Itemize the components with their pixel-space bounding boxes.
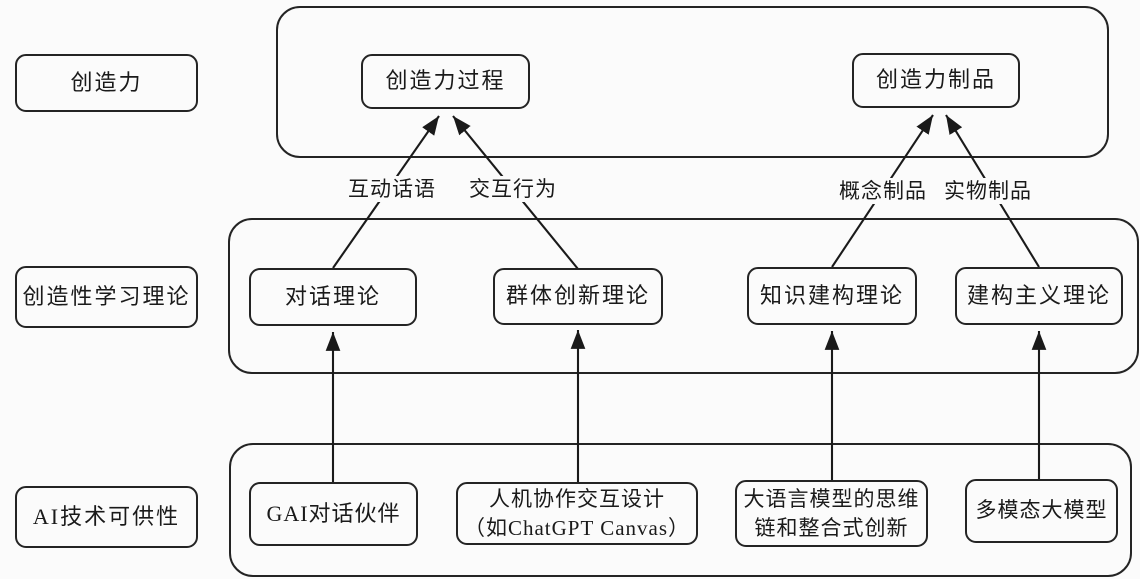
node-gai-partner-text: GAI对话伙伴 [266, 500, 401, 526]
node-group-innovation-theory-text: 群体创新理论 [505, 283, 650, 309]
row-label-creativity-text: 创造力 [70, 69, 143, 95]
edge-label-conceptual-artifact-text: 概念制品 [839, 179, 927, 203]
node-multimodal-model-text: 多模态大模型 [975, 498, 1108, 523]
node-constructivism-theory: 建构主义理论 [955, 267, 1123, 325]
edge-label-interactive-behavior-text: 交互行为 [469, 177, 557, 201]
node-constructivism-theory-text: 建构主义理论 [966, 282, 1111, 308]
edge-label-interactive-discourse-text: 互动话语 [348, 177, 436, 201]
row-label-creative-learning-theory: 创造性学习理论 [15, 266, 198, 328]
creativity-group-frame [276, 6, 1109, 158]
ai-affordance-group-frame [229, 443, 1132, 577]
node-hci-design-line2: （如ChatGPT Canvas） [463, 515, 691, 540]
node-group-innovation-theory: 群体创新理论 [493, 268, 663, 325]
edge-label-physical-artifact: 实物制品 [943, 178, 1033, 204]
edge-label-conceptual-artifact: 概念制品 [838, 178, 928, 204]
node-dialogue-theory: 对话理论 [249, 268, 417, 326]
node-creativity-product: 创造力制品 [852, 53, 1020, 108]
edge-label-interactive-discourse: 互动话语 [347, 176, 437, 202]
node-creativity-process: 创造力过程 [361, 54, 530, 109]
node-knowledge-building-theory-text: 知识建构理论 [759, 282, 904, 308]
node-hci-design: 人机协作交互设计 （如ChatGPT Canvas） [456, 482, 698, 545]
row-label-ai-affordance-text: AI技术可供性 [32, 503, 181, 529]
node-llm-cot-line1: 大语言模型的思维 [743, 487, 920, 512]
node-gai-partner: GAI对话伙伴 [249, 482, 418, 546]
node-hci-design-line1: 人机协作交互设计 [489, 487, 665, 512]
node-multimodal-model: 多模态大模型 [965, 479, 1118, 543]
node-creativity-product-text: 创造力制品 [875, 67, 996, 93]
edge-label-physical-artifact-text: 实物制品 [944, 179, 1032, 203]
node-dialogue-theory-text: 对话理论 [284, 283, 381, 309]
learning-theory-group-frame [228, 218, 1139, 374]
row-label-creative-learning-theory-text: 创造性学习理论 [22, 283, 191, 309]
edge-label-interactive-behavior: 交互行为 [468, 176, 558, 202]
node-creativity-process-text: 创造力过程 [385, 68, 506, 94]
node-llm-cot-line2: 链和整合式创新 [754, 515, 909, 540]
row-label-ai-affordance: AI技术可供性 [15, 486, 198, 548]
node-knowledge-building-theory: 知识建构理论 [747, 267, 917, 325]
row-label-creativity: 创造力 [15, 54, 198, 112]
node-llm-cot: 大语言模型的思维 链和整合式创新 [735, 480, 928, 547]
